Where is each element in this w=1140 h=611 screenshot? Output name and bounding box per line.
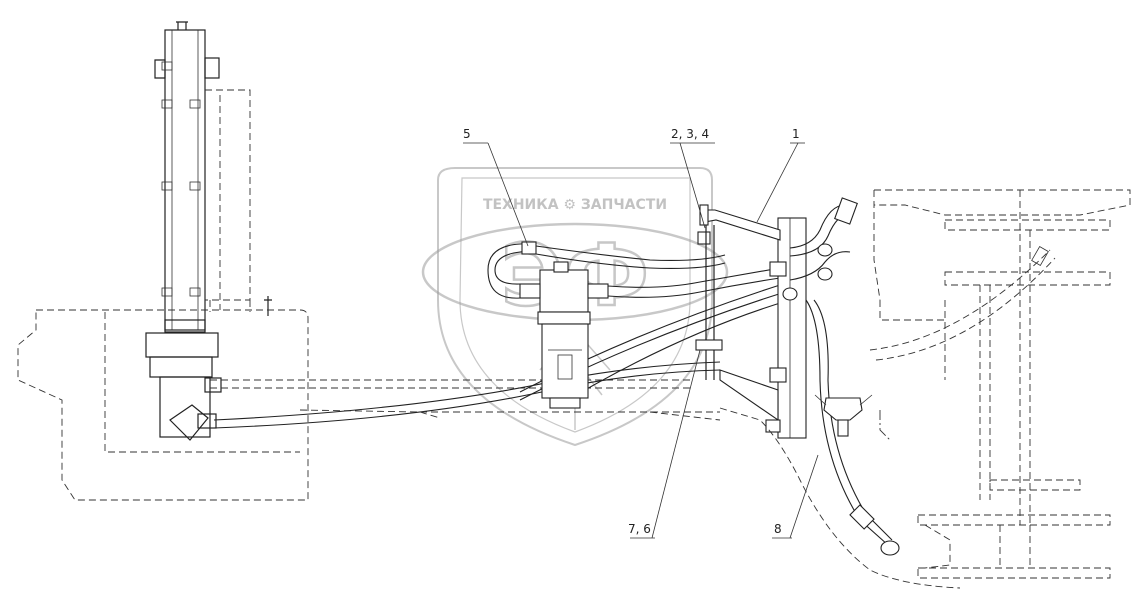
callout-8: 8 <box>772 454 819 539</box>
valve-block <box>519 261 609 409</box>
fender-arch-dashed <box>719 407 961 589</box>
check-valve <box>814 394 873 437</box>
pipe-upper-elbows <box>782 197 858 301</box>
callout-5: 5 <box>463 127 529 247</box>
hose-8 <box>805 299 900 556</box>
callout-label-1: 1 <box>792 127 800 141</box>
callout-label-76: 7, 6 <box>628 522 651 536</box>
callout-76: 7, 6 <box>628 349 701 539</box>
callout-1: 1 <box>756 127 805 223</box>
watermark-text: ТЕХНИКА ⚙ ЗАПЧАСТИ <box>483 197 667 213</box>
callout-label-8: 8 <box>774 522 782 536</box>
hose-upper-diag <box>584 299 791 391</box>
left-column-unit <box>145 21 272 441</box>
right-frame-dashed <box>869 189 1131 579</box>
callout-label-234: 2, 3, 4 <box>671 127 709 141</box>
callout-label-5: 5 <box>463 127 471 141</box>
left-frame-outline <box>17 309 309 501</box>
callout-234: 2, 3, 4 <box>670 127 715 229</box>
